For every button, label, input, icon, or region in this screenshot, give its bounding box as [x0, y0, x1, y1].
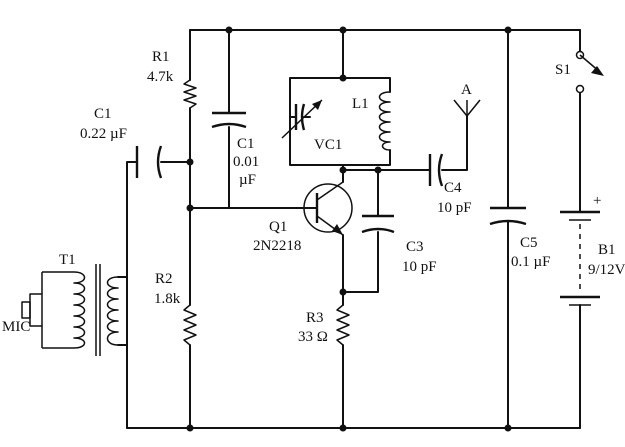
junction-dot	[374, 166, 382, 174]
junction-dot	[339, 424, 347, 432]
vc1-ref-label: VC1	[314, 137, 342, 153]
r3-ref-label: R3	[306, 310, 324, 326]
capacitor-c3-symbol	[361, 214, 395, 234]
junction-dot	[225, 26, 233, 34]
transformer-t1-symbol	[42, 264, 119, 356]
c5-value-label: 0.1 µF	[511, 254, 551, 270]
c1a-ref-label: C1	[94, 106, 112, 122]
junction-dot	[339, 166, 347, 174]
switch-s1-symbol	[575, 50, 604, 94]
s1-ref-label: S1	[555, 62, 571, 78]
q1-value-label: 2N2218	[253, 238, 301, 254]
c4-value-label: 10 pF	[437, 200, 472, 216]
junction-dot	[186, 204, 194, 212]
c1a-wire	[126, 161, 191, 429]
resistor-r1-symbol	[183, 79, 197, 109]
c3-ref-label: C3	[406, 239, 424, 255]
c1a-value-label: 0.22 µF	[80, 126, 127, 142]
junction-dot	[339, 74, 347, 82]
junction-dot	[339, 288, 347, 296]
junction-dot	[186, 424, 194, 432]
inductor-l1-symbol	[378, 91, 391, 151]
variable-capacitor-vc1-symbol	[281, 99, 323, 139]
c1b-ref-label: C1	[237, 136, 255, 152]
collector-to-c4-wire	[342, 115, 468, 171]
b1-ref-label: B1	[598, 242, 616, 258]
antenna-ref-label: A	[461, 82, 472, 98]
c3-value-label: 10 pF	[402, 259, 437, 275]
resistor-r2-symbol	[183, 304, 197, 346]
battery-b1-symbol	[560, 210, 600, 306]
junction-dot	[504, 424, 512, 432]
junction-dot	[186, 158, 194, 166]
mic-ref-label: MIC	[2, 319, 30, 335]
transistor-q1-symbol	[303, 181, 353, 236]
c5-ref-label: C5	[520, 235, 538, 251]
c3-wire	[342, 169, 379, 293]
capacitor-c1a-symbol	[135, 145, 163, 179]
c4-ref-label: C4	[444, 180, 462, 196]
r2-ref-label: R2	[155, 271, 173, 287]
junction-dot	[504, 26, 512, 34]
c1b-unit-label: µF	[239, 172, 256, 188]
l1-ref-label: L1	[352, 96, 369, 112]
r3-value-label: 33 Ω	[298, 329, 328, 345]
r1-value-label: 4.7k	[147, 69, 174, 85]
capacitor-c1b-symbol	[211, 111, 247, 129]
microphone-symbol	[21, 272, 43, 348]
junction-dots	[186, 26, 512, 432]
resistor-r3-symbol	[336, 304, 350, 346]
t1-ref-label: T1	[59, 252, 76, 268]
capacitor-c5-symbol	[489, 206, 527, 226]
b1-value-label: 9/12V	[588, 262, 625, 278]
q1-ref-label: Q1	[269, 219, 287, 235]
antenna-a-symbol	[453, 99, 481, 117]
junction-dot	[339, 26, 347, 34]
t1-secondary-wire	[117, 276, 128, 346]
capacitor-c4-symbol	[428, 153, 444, 187]
r2-value-label: 1.8k	[154, 291, 181, 307]
c1b-value-label: 0.01	[233, 154, 259, 170]
wires	[117, 29, 581, 429]
r1-ref-label: R1	[152, 49, 170, 65]
b1-polarity-label: +	[593, 193, 601, 209]
